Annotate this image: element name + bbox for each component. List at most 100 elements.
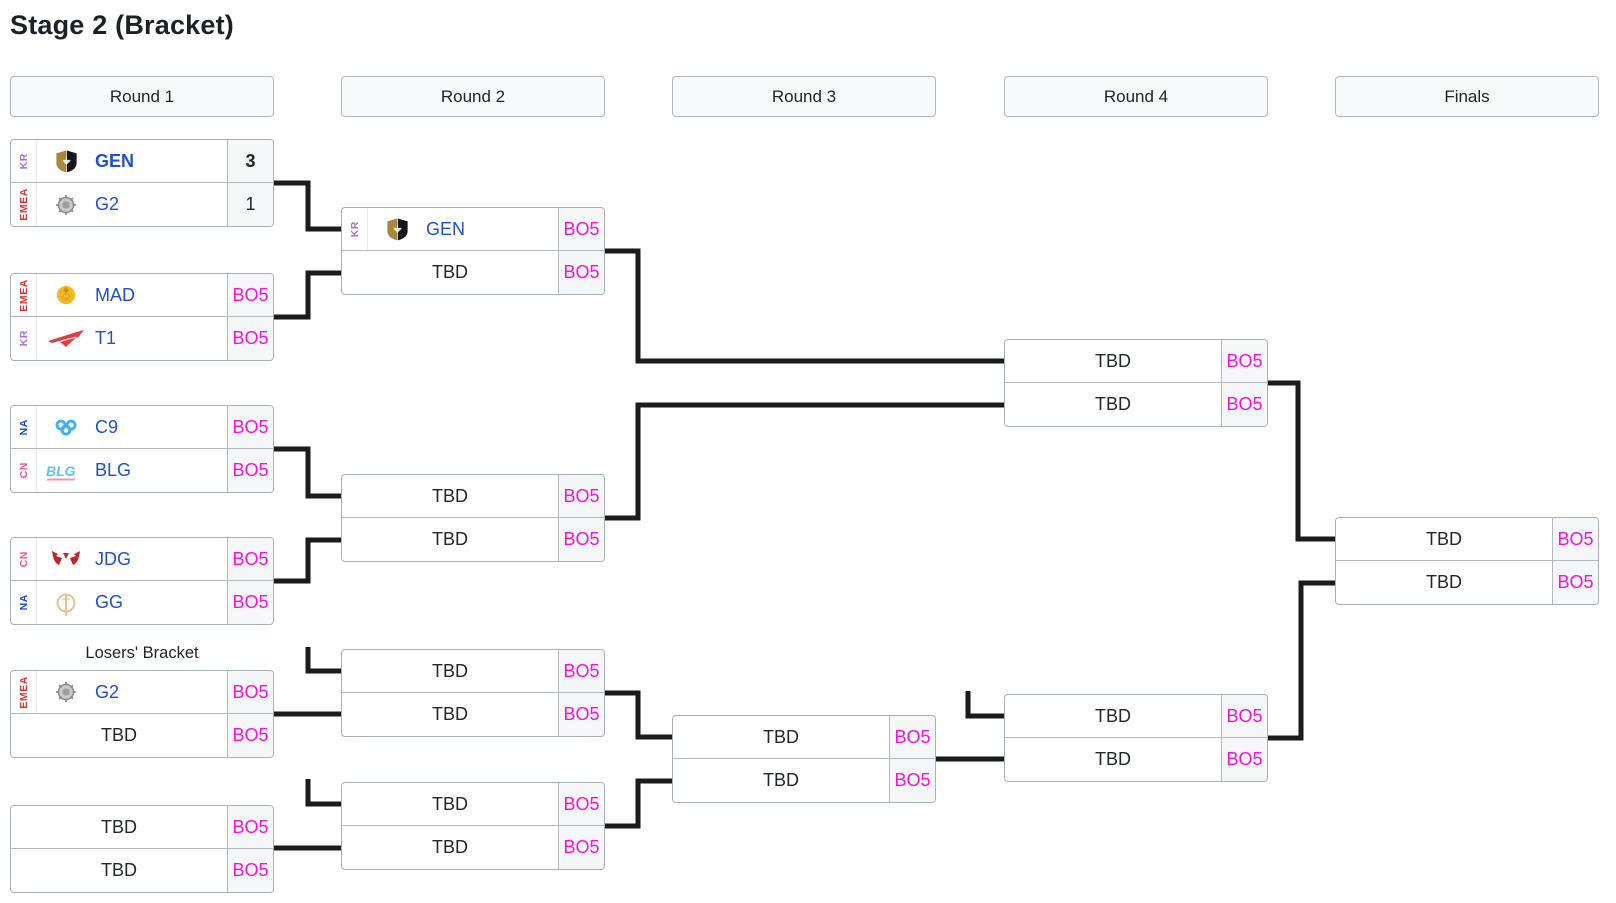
team-name-tbd: TBD — [1095, 705, 1131, 726]
score-badge[interactable]: BO5 — [227, 274, 273, 316]
score-badge[interactable]: BO5 — [227, 671, 273, 713]
connector-line — [274, 537, 341, 584]
g2-logo-icon[interactable] — [37, 192, 95, 218]
score-badge[interactable]: BO5 — [558, 783, 604, 825]
score-badge[interactable]: BO5 — [1552, 561, 1598, 604]
score-badge[interactable]: BO5 — [558, 826, 604, 869]
team-cell: TBD — [342, 826, 558, 869]
team-name[interactable]: G2 — [95, 681, 120, 702]
team-name-tbd: TBD — [101, 860, 137, 880]
team-row: TBD BO5 — [342, 650, 604, 693]
team-row: TBD BO5 — [1336, 518, 1598, 561]
team-name[interactable]: T1 — [95, 328, 117, 348]
team-name-tbd: TBD — [101, 816, 137, 837]
score-badge[interactable]: BO5 — [227, 406, 273, 448]
team-cell: KR GEN — [342, 208, 558, 250]
score-badge[interactable]: BO5 — [227, 538, 273, 580]
team-name[interactable]: GEN — [95, 150, 135, 171]
team-row: EMEA MAD BO5 — [11, 274, 273, 317]
page-title: Stage 2 (Bracket) — [10, 10, 234, 40]
round-header-2: Round 2 — [341, 76, 605, 117]
region-tag-kr: KR — [11, 140, 37, 182]
score-badge[interactable]: BO5 — [1221, 383, 1267, 426]
score-badge[interactable]: BO5 — [227, 806, 273, 848]
g2-logo-icon[interactable] — [37, 679, 95, 705]
connector-line — [1268, 580, 1335, 741]
region-tag-label: EMEA — [17, 278, 30, 312]
connector-line — [605, 402, 1004, 521]
connector-line — [305, 779, 341, 807]
team-name[interactable]: JDG — [95, 548, 131, 569]
team-cell: TBD — [342, 251, 558, 294]
score-badge[interactable]: BO5 — [1221, 340, 1267, 382]
blg-logo-icon[interactable]: BLG — [37, 460, 95, 482]
team-cell: TBD — [1336, 518, 1552, 560]
score-badge[interactable]: BO5 — [558, 650, 604, 692]
score-badge[interactable]: BO5 — [1221, 738, 1267, 781]
score-badge[interactable]: BO5 — [227, 449, 273, 492]
mad-logo-icon[interactable] — [37, 282, 95, 308]
score-badge[interactable]: BO5 — [1221, 695, 1267, 737]
team-name-tbd: TBD — [1426, 528, 1462, 549]
team-name-tbd: TBD — [432, 837, 468, 857]
score-badge[interactable]: BO5 — [1552, 518, 1598, 560]
team-row: TBD BO5 — [11, 806, 273, 849]
score-badge: 3 — [227, 140, 273, 182]
team-cell: NA C9 — [11, 406, 227, 448]
t1-logo-icon[interactable] — [37, 327, 95, 351]
team-cell: TBD — [342, 693, 558, 736]
team-cell: KR GEN — [11, 140, 227, 182]
score-badge[interactable]: BO5 — [889, 759, 935, 802]
team-name[interactable]: C9 — [95, 416, 119, 437]
team-name-tbd: TBD — [432, 704, 468, 724]
team-cell: TBD — [1005, 383, 1221, 426]
team-row: TBD BO5 — [11, 849, 273, 892]
score-badge[interactable]: BO5 — [558, 693, 604, 736]
gen-logo-icon[interactable] — [368, 216, 426, 243]
gg-logo-icon[interactable] — [37, 590, 95, 616]
gen-logo-icon[interactable] — [37, 148, 95, 175]
team-cell: CN JDG — [11, 538, 227, 580]
score-badge[interactable]: BO5 — [889, 716, 935, 758]
region-tag-emea: EMEA — [11, 274, 37, 316]
team-name[interactable]: GEN — [426, 218, 466, 239]
team-name[interactable]: GG — [95, 592, 124, 612]
team-name-tbd: TBD — [432, 485, 468, 506]
team-row: CN JDG BO5 — [11, 538, 273, 581]
team-name-tbd: TBD — [763, 770, 799, 790]
c9-logo-icon[interactable] — [37, 414, 95, 440]
team-name[interactable]: G2 — [95, 194, 120, 214]
region-tag-label: NA — [17, 594, 30, 611]
score-badge[interactable]: BO5 — [227, 714, 273, 757]
team-name-tbd: TBD — [101, 725, 137, 745]
team-name-tbd: TBD — [1426, 572, 1462, 592]
team-name[interactable]: MAD — [95, 284, 135, 305]
score-badge[interactable]: BO5 — [227, 581, 273, 624]
score-badge[interactable]: BO5 — [558, 518, 604, 561]
region-tag-na: NA — [11, 581, 37, 624]
region-tag-label: KR — [348, 220, 361, 238]
score-badge[interactable]: BO5 — [227, 849, 273, 892]
connector-line — [605, 690, 672, 740]
jdg-logo-icon[interactable] — [37, 546, 95, 572]
region-tag-cn: CN — [11, 538, 37, 580]
region-tag-na: NA — [11, 406, 37, 448]
region-tag-label: KR — [17, 152, 30, 170]
team-name-tbd: TBD — [432, 660, 468, 681]
score-badge[interactable]: BO5 — [558, 251, 604, 294]
score-badge[interactable]: BO5 — [227, 317, 273, 360]
team-row: TBD BO5 — [342, 475, 604, 518]
score-badge[interactable]: BO5 — [558, 208, 604, 250]
svg-text:BLG: BLG — [46, 463, 76, 479]
team-name[interactable]: BLG — [95, 460, 132, 480]
round-header-finals: Finals — [1335, 76, 1599, 117]
score-badge[interactable]: BO5 — [558, 475, 604, 517]
